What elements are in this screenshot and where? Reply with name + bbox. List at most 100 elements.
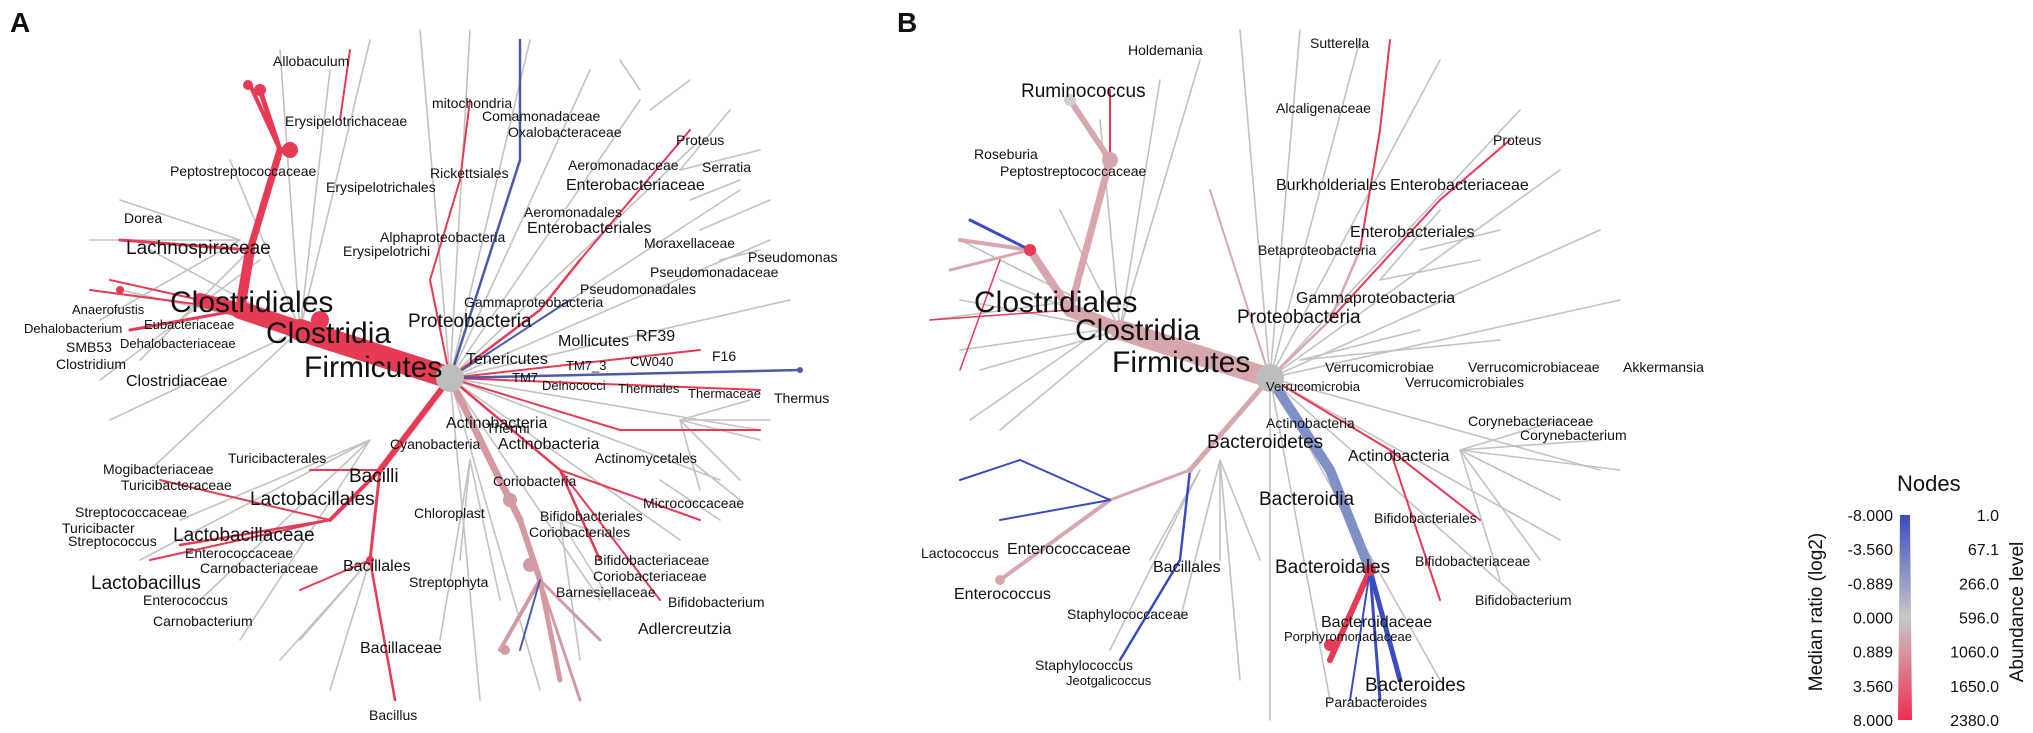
label-erysipelotrichales: Erysipelotrichales [326, 179, 436, 195]
label-barnesiellaceae: Barnesiellaceae [556, 584, 656, 600]
label-clostridium: Clostridium [56, 356, 126, 372]
legend-abundance-tick: 67.1 [1968, 542, 1999, 559]
label-verrucomicrobiales: Verrucomicrobiales [1405, 374, 1524, 390]
label-coriobacteriales: Coriobacteriales [529, 524, 630, 540]
label-erysipelotrichi: Erysipelotrichi [343, 243, 430, 259]
label-carnobacteriaceae: Carnobacteriaceae [200, 560, 319, 576]
panel-b-nodes [995, 94, 1376, 651]
label-proteus: Proteus [676, 132, 724, 148]
label-gammaproteobacteria: Gammaproteobacteria [464, 294, 604, 310]
label-rf39: RF39 [636, 328, 675, 345]
label-gammaproteobacteria-b: Gammaproteobacteria [1296, 290, 1455, 307]
node [282, 142, 298, 158]
label-thermi: Thermi [486, 420, 530, 436]
panel-b: B [897, 7, 1704, 721]
label-eubacteriaceae: Eubacteriaceae [144, 317, 234, 332]
label-bifidobacterium: Bifidobacterium [668, 594, 765, 610]
label-pseudomonadaceae: Pseudomonadaceae [650, 264, 779, 280]
label-actinomycetales: Actinomycetales [595, 450, 697, 466]
label-holdemania: Holdemania [1128, 42, 1203, 58]
label-clostridia-b: Clostridia [1075, 314, 1200, 347]
panel-b-red-edges [929, 39, 1511, 663]
label-aeromonadaceae: Aeromonadaceae [568, 157, 679, 173]
label-firmicutes: Firmicutes [304, 351, 442, 384]
node [797, 367, 803, 373]
label-bifidobacteriales: Bifidobacteriales [540, 508, 643, 524]
legend-ratio-tick: 0.889 [1853, 645, 1893, 662]
label-bifidobacteriaceae-b: Bifidobacteriaceae [1415, 553, 1530, 569]
legend-abundance-tick: 1.0 [1977, 508, 1999, 525]
label-parabacteroides: Parabacteroides [1325, 694, 1427, 710]
label-roseburia: Roseburia [974, 146, 1038, 162]
label-bacillales: Bacillales [343, 558, 411, 575]
label-anaerofustis: Anaerofustis [72, 302, 145, 317]
label-comamonadaceae: Comamonadaceae [482, 108, 601, 124]
label-serratia: Serratia [702, 159, 751, 175]
label-peptostreptococcaceae-b: Peptostreptococcaceae [1000, 163, 1147, 179]
label-sutterella: Sutterella [1310, 35, 1369, 51]
label-thermales: Thermales [618, 381, 680, 396]
node [1324, 639, 1336, 651]
label-bacteroidales: Bacteroidales [1275, 557, 1390, 578]
label-erysipelotrichaceae: Erysipelotrichaceae [285, 113, 407, 129]
label-alcaligenaceae: Alcaligenaceae [1276, 100, 1371, 116]
label-deinococci: Deinococci [542, 378, 606, 393]
label-verrucomicrobiaceae: Verrucomicrobiaceae [1468, 359, 1600, 375]
label-staphylococcaceae: Staphylococcaceae [1067, 606, 1189, 622]
label-turicibacteraceae: Turicibacteraceae [121, 477, 232, 493]
panel-letter-a: A [10, 7, 30, 38]
legend-ratio-tick: -0.889 [1848, 576, 1893, 593]
label-tm7-3: TM7_3 [566, 358, 606, 373]
label-bacteroides: Bacteroides [1365, 675, 1465, 696]
label-clostridiaceae: Clostridiaceae [126, 373, 227, 390]
label-mogibacteriaceae: Mogibacteriaceae [103, 461, 214, 477]
label-coriobacteriaceae: Coriobacteriaceae [593, 568, 707, 584]
label-f16: F16 [712, 348, 736, 364]
label-bacillus: Bacillus [369, 707, 417, 723]
label-clostridiales: Clostridiales [170, 286, 333, 319]
node-root-a [436, 364, 464, 392]
label-corynebacterium: Corynebacterium [1520, 427, 1627, 443]
node [1102, 152, 1118, 168]
label-staphylococcus: Staphylococcus [1035, 657, 1133, 673]
legend-color-wedge [1898, 515, 1912, 720]
label-bifidobacterium-b: Bifidobacterium [1475, 592, 1572, 608]
label-chloroplast: Chloroplast [414, 505, 485, 521]
label-enterococcus-b: Enterococcus [954, 586, 1051, 603]
label-tm7: TM7 [512, 370, 538, 385]
label-streptococcaceae: Streptococcaceae [75, 504, 187, 520]
node-root-b [1256, 364, 1284, 392]
label-clostridia: Clostridia [266, 317, 391, 350]
label-ruminococcus: Ruminococcus [1021, 81, 1146, 102]
label-mitochondria: mitochondria [432, 95, 512, 111]
node [366, 556, 374, 564]
label-aeromonadales: Aeromonadales [524, 204, 622, 220]
label-bifidobacteriales-b: Bifidobacteriales [1374, 510, 1477, 526]
label-bacillaceae: Bacillaceae [360, 640, 442, 657]
label-enterobacteriales: Enterobacteriales [527, 220, 652, 237]
label-firmicutes-b: Firmicutes [1112, 346, 1250, 379]
node [243, 80, 253, 90]
label-burkholderiales: Burkholderiales [1276, 177, 1386, 194]
label-actinobacteria-class-b: Actinobacteria [1348, 448, 1449, 465]
label-streptophyta: Streptophyta [409, 574, 489, 590]
label-pseudomonadales: Pseudomonadales [580, 281, 696, 297]
panel-a-labels: Firmicutes Clostridia Clostridiales Lach… [24, 53, 838, 723]
label-actinobacteria-phylum: Actinobacteria [446, 415, 547, 432]
label-tenericutes: Tenericutes [466, 351, 548, 368]
label-allobaculum: Allobaculum [273, 53, 349, 69]
panel-b-blue-edges [959, 218, 1403, 702]
label-bacillales-b: Bacillales [1153, 559, 1221, 576]
node [995, 575, 1005, 585]
label-enterobacteriales-b: Enterobacteriales [1350, 224, 1475, 241]
label-enterococcaceae: Enterococcaceae [185, 545, 293, 561]
label-lachnospiraceae: Lachnospiraceae [126, 238, 271, 259]
label-moraxellaceae: Moraxellaceae [644, 235, 735, 251]
label-bacilli: Bacilli [349, 466, 399, 487]
label-lactobacillaceae: Lactobacillaceae [173, 525, 315, 546]
panel-b-labels: Holdemania Sutterella Ruminococcus Alcal… [921, 35, 1704, 710]
label-bifidobacteriaceae: Bifidobacteriaceae [594, 552, 709, 568]
label-enterococcus: Enterococcus [143, 592, 228, 608]
